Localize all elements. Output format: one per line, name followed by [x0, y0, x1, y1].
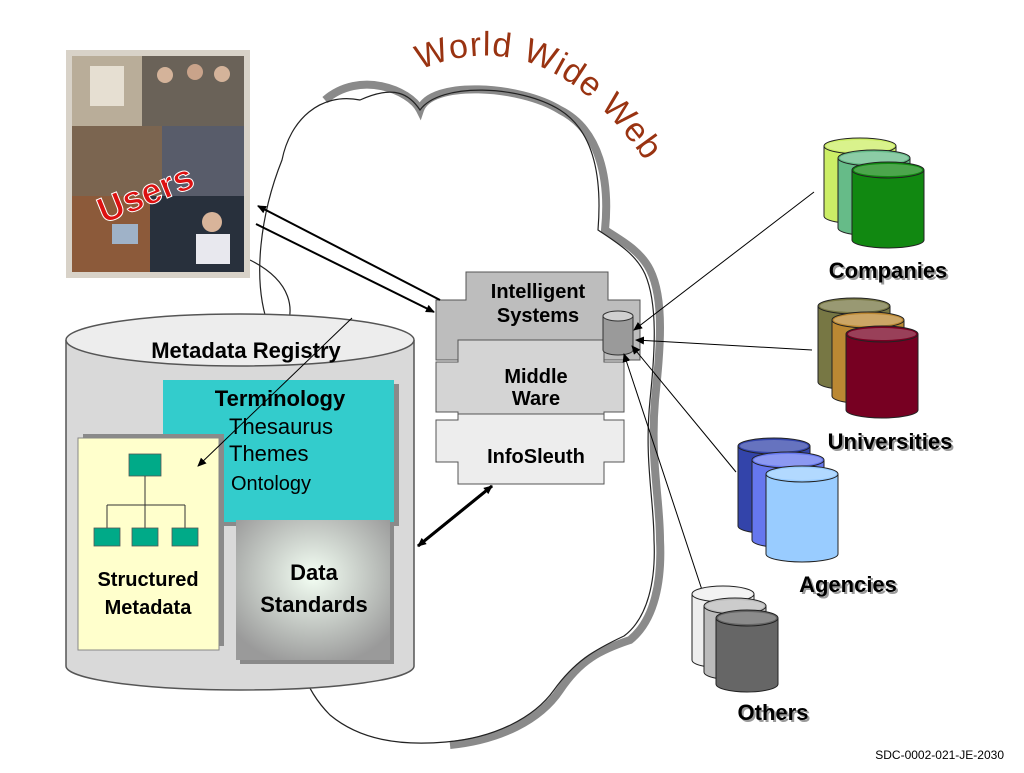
intelligent-systems-label-2: Systems [497, 305, 579, 327]
database-cylinder-highlight [848, 328, 916, 340]
database-cylinder-highlight [820, 300, 888, 312]
source-label-companies: Companies [829, 258, 948, 283]
intelligent-systems-label-1: Intelligent [491, 281, 586, 303]
registry-title: Metadata Registry [151, 338, 341, 363]
www-cloud-shadow [322, 80, 665, 749]
users-collage: Users [66, 50, 250, 278]
database-cylinder-highlight [854, 164, 922, 176]
connector-cylinder-icon [602, 310, 634, 356]
arrow-registry-infosleuth-back [417, 484, 493, 548]
structured-label-2: Metadata [105, 597, 193, 619]
source-label-others: Others [738, 700, 809, 725]
database-cylinder-highlight [694, 588, 752, 600]
arrow-to-structured [197, 317, 353, 467]
database-cylinder-highlight [740, 440, 808, 452]
middleware-label-2: Ware [512, 388, 560, 410]
term-themes: Themes [229, 441, 308, 466]
database-cylinder-highlight [718, 612, 776, 624]
source-label-shadow: Agencies [801, 574, 899, 599]
infosleuth-label: InfoSleuth [487, 446, 585, 468]
data-standards-box [236, 520, 390, 660]
data-standards-label-1: Data [290, 560, 338, 585]
database-cylinder [851, 170, 925, 249]
data-standards-label-2: Standards [260, 592, 368, 617]
www-title: World Wide Web [410, 26, 670, 167]
arrow-to-users [257, 205, 441, 301]
arrow-from-users [255, 223, 435, 313]
data-sources: CompaniesCompaniesUniversitiesUniversiti… [691, 137, 955, 727]
database-cylinder-top [845, 325, 919, 343]
database-cylinder-top [851, 161, 925, 179]
database-cylinder-highlight [834, 314, 902, 326]
source-label-shadow: Universities [830, 431, 955, 456]
link-agencies [631, 345, 737, 473]
database-cylinder [845, 334, 919, 419]
link-others [622, 353, 705, 597]
structured-label-1: Structured [97, 569, 198, 591]
source-label-agencies: Agencies [799, 572, 897, 597]
link-universities [635, 336, 813, 351]
database-cylinder [715, 618, 779, 693]
www-cloud [259, 89, 655, 744]
term-ontology: Ontology [231, 473, 311, 495]
document-code: SDC-0002-021-JE-2030 [875, 748, 1004, 762]
source-label-shadow: Others [740, 702, 811, 727]
terminology-heading: Terminology [215, 386, 346, 411]
database-cylinder-highlight [754, 454, 822, 466]
middleware-label-1: Middle [504, 366, 567, 388]
hierarchy-tree-icon [93, 453, 199, 547]
term-thesaurus: Thesaurus [229, 414, 333, 439]
database-cylinder-highlight [840, 152, 908, 164]
database-cylinder-highlight [768, 468, 836, 480]
database-cylinder [765, 474, 839, 563]
database-cylinder-top [715, 609, 779, 627]
database-cylinder-top [765, 465, 839, 483]
link-companies [633, 191, 815, 331]
middleware-stack [435, 271, 641, 485]
database-cylinder-highlight [826, 140, 894, 152]
connection-lines [197, 191, 815, 597]
source-label-universities: Universities [828, 429, 953, 454]
database-cylinder-highlight [706, 600, 764, 612]
source-label-shadow: Companies [831, 260, 950, 285]
